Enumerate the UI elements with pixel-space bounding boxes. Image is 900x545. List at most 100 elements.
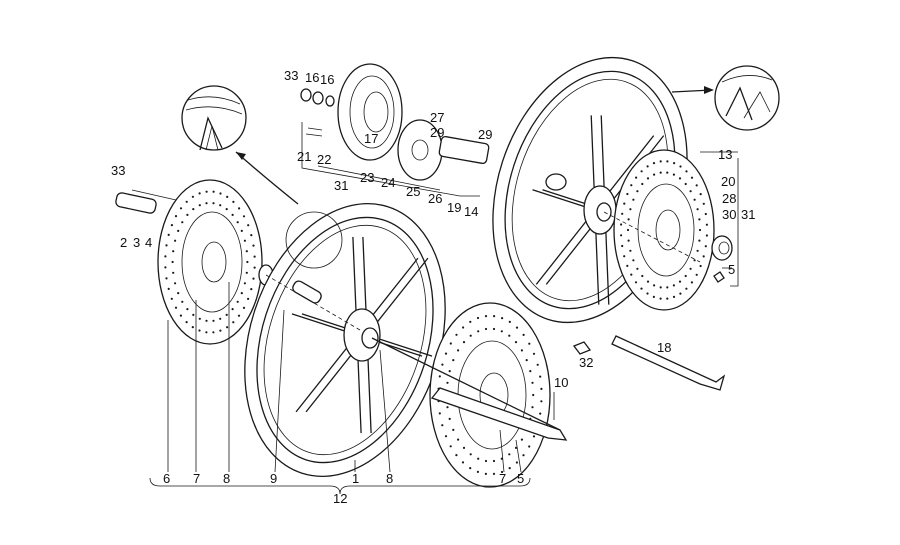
disc-hole: [186, 213, 189, 216]
disc-hole: [627, 239, 630, 242]
disc-hole: [448, 370, 451, 373]
disc-hole: [476, 316, 480, 320]
disc-hole: [191, 195, 194, 198]
disc-hole: [666, 286, 669, 289]
disc-hole: [446, 381, 449, 384]
disc-hole: [452, 428, 455, 431]
disc-hole: [484, 327, 488, 331]
disc-hole: [672, 295, 676, 298]
disc-hole: [630, 184, 633, 187]
disc-hole: [626, 264, 629, 267]
disc-hole: [165, 244, 168, 247]
disc-hole: [685, 287, 688, 290]
disc-hole: [455, 333, 458, 336]
disc-hole: [192, 313, 195, 316]
disc-hole: [469, 320, 472, 323]
disc-hole: [540, 400, 543, 403]
disc-hole: [455, 454, 458, 457]
disc-hole: [492, 459, 496, 463]
disc-hole: [219, 329, 222, 332]
disc-hole: [205, 202, 208, 205]
disc-hole: [457, 349, 460, 352]
disc-hole: [630, 273, 633, 276]
disc-hole: [500, 330, 503, 333]
disc-hole: [620, 234, 623, 237]
disc-hole: [636, 190, 639, 193]
disc-hole: [250, 288, 253, 291]
disc-hole: [250, 234, 253, 237]
disc-hole: [225, 208, 228, 211]
disc-hole: [685, 170, 688, 173]
disc-hole: [457, 438, 460, 441]
disc-hole: [525, 359, 528, 362]
disc-hole: [539, 375, 542, 378]
callout-14: 14: [464, 204, 478, 219]
disc-hole: [253, 255, 256, 258]
disc-hole: [690, 281, 694, 284]
callout-8: 8: [386, 471, 393, 486]
disc-hole: [501, 317, 504, 320]
disc-hole: [646, 292, 649, 295]
disc-hole: [679, 165, 682, 168]
disc-hole: [532, 352, 536, 355]
disc-hole: [476, 470, 479, 473]
disc-hole: [170, 297, 173, 300]
disc-hole: [659, 171, 662, 174]
callout-7: 7: [499, 471, 506, 486]
front-wheel: [244, 203, 446, 477]
disc-hole: [666, 297, 669, 300]
disc-hole: [508, 453, 511, 456]
disc-hole: [696, 208, 699, 211]
disc-hole: [477, 330, 480, 333]
disc-hole: [236, 300, 239, 303]
disc-hole: [636, 267, 639, 270]
callout-21: 21: [297, 149, 311, 164]
disc-hole: [528, 342, 531, 345]
callout-29: 29: [478, 127, 492, 142]
disc-hole: [646, 165, 649, 168]
disc-hole: [484, 315, 488, 318]
disc-hole: [704, 212, 707, 216]
disc-hole: [484, 459, 488, 463]
disc-hole: [449, 445, 452, 448]
disc-hole: [477, 457, 480, 460]
disc-hole: [462, 446, 466, 449]
disc-hole: [164, 266, 167, 269]
disc-hole: [192, 208, 195, 211]
disc-hole: [493, 315, 496, 318]
disc-hole: [492, 327, 496, 331]
disc-hole: [666, 171, 669, 174]
disc-hole: [253, 266, 256, 269]
disc-hole: [679, 292, 682, 295]
callout-7: 7: [193, 471, 200, 486]
disc-hole: [205, 190, 208, 193]
disc-hole: [629, 208, 632, 211]
disc-hole: [531, 406, 534, 409]
disc-hole: [652, 295, 656, 298]
disc-hole: [236, 221, 239, 224]
callout-29: 29: [430, 125, 444, 140]
disc-hole: [652, 162, 656, 165]
disc-hole: [181, 300, 184, 303]
disc-hole: [536, 363, 539, 366]
disc-hole: [514, 446, 518, 449]
disc-hole: [698, 239, 701, 242]
disc-hole: [626, 228, 630, 232]
disc-hole: [520, 349, 524, 352]
disc-hole: [252, 277, 255, 280]
disc-hole: [531, 381, 534, 384]
disc-hole: [469, 453, 472, 456]
callout-6: 6: [163, 471, 170, 486]
disc-hole: [449, 342, 452, 345]
disc-hole: [438, 375, 441, 378]
disc-hole: [245, 250, 248, 253]
disc-hole: [452, 359, 455, 362]
callout-5: 5: [728, 262, 735, 277]
disc-hole: [632, 259, 635, 262]
disc-hole: [689, 267, 692, 270]
disc-hole: [174, 282, 177, 285]
disc-hole: [174, 215, 178, 218]
disc-hole: [240, 229, 243, 232]
callout-30: 30: [722, 207, 736, 222]
disc-hole: [532, 393, 535, 397]
